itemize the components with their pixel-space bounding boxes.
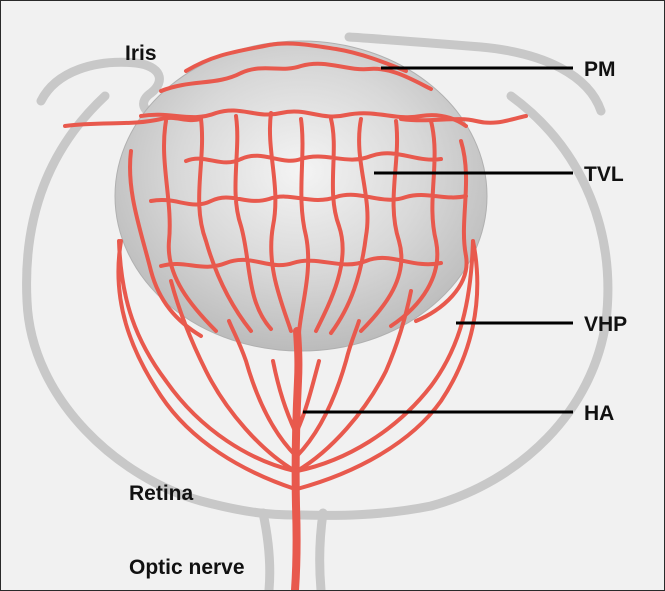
label-pm: PM (584, 58, 616, 81)
label-tvl: TVL (584, 163, 624, 186)
hyaloid-artery (295, 331, 298, 590)
label-optic-nerve: Optic nerve (129, 556, 245, 579)
iris-left (41, 62, 161, 116)
label-ha: HA (584, 402, 614, 425)
label-vhp: VHP (584, 313, 627, 336)
label-iris: Iris (125, 42, 157, 65)
label-retina: Retina (129, 482, 194, 505)
